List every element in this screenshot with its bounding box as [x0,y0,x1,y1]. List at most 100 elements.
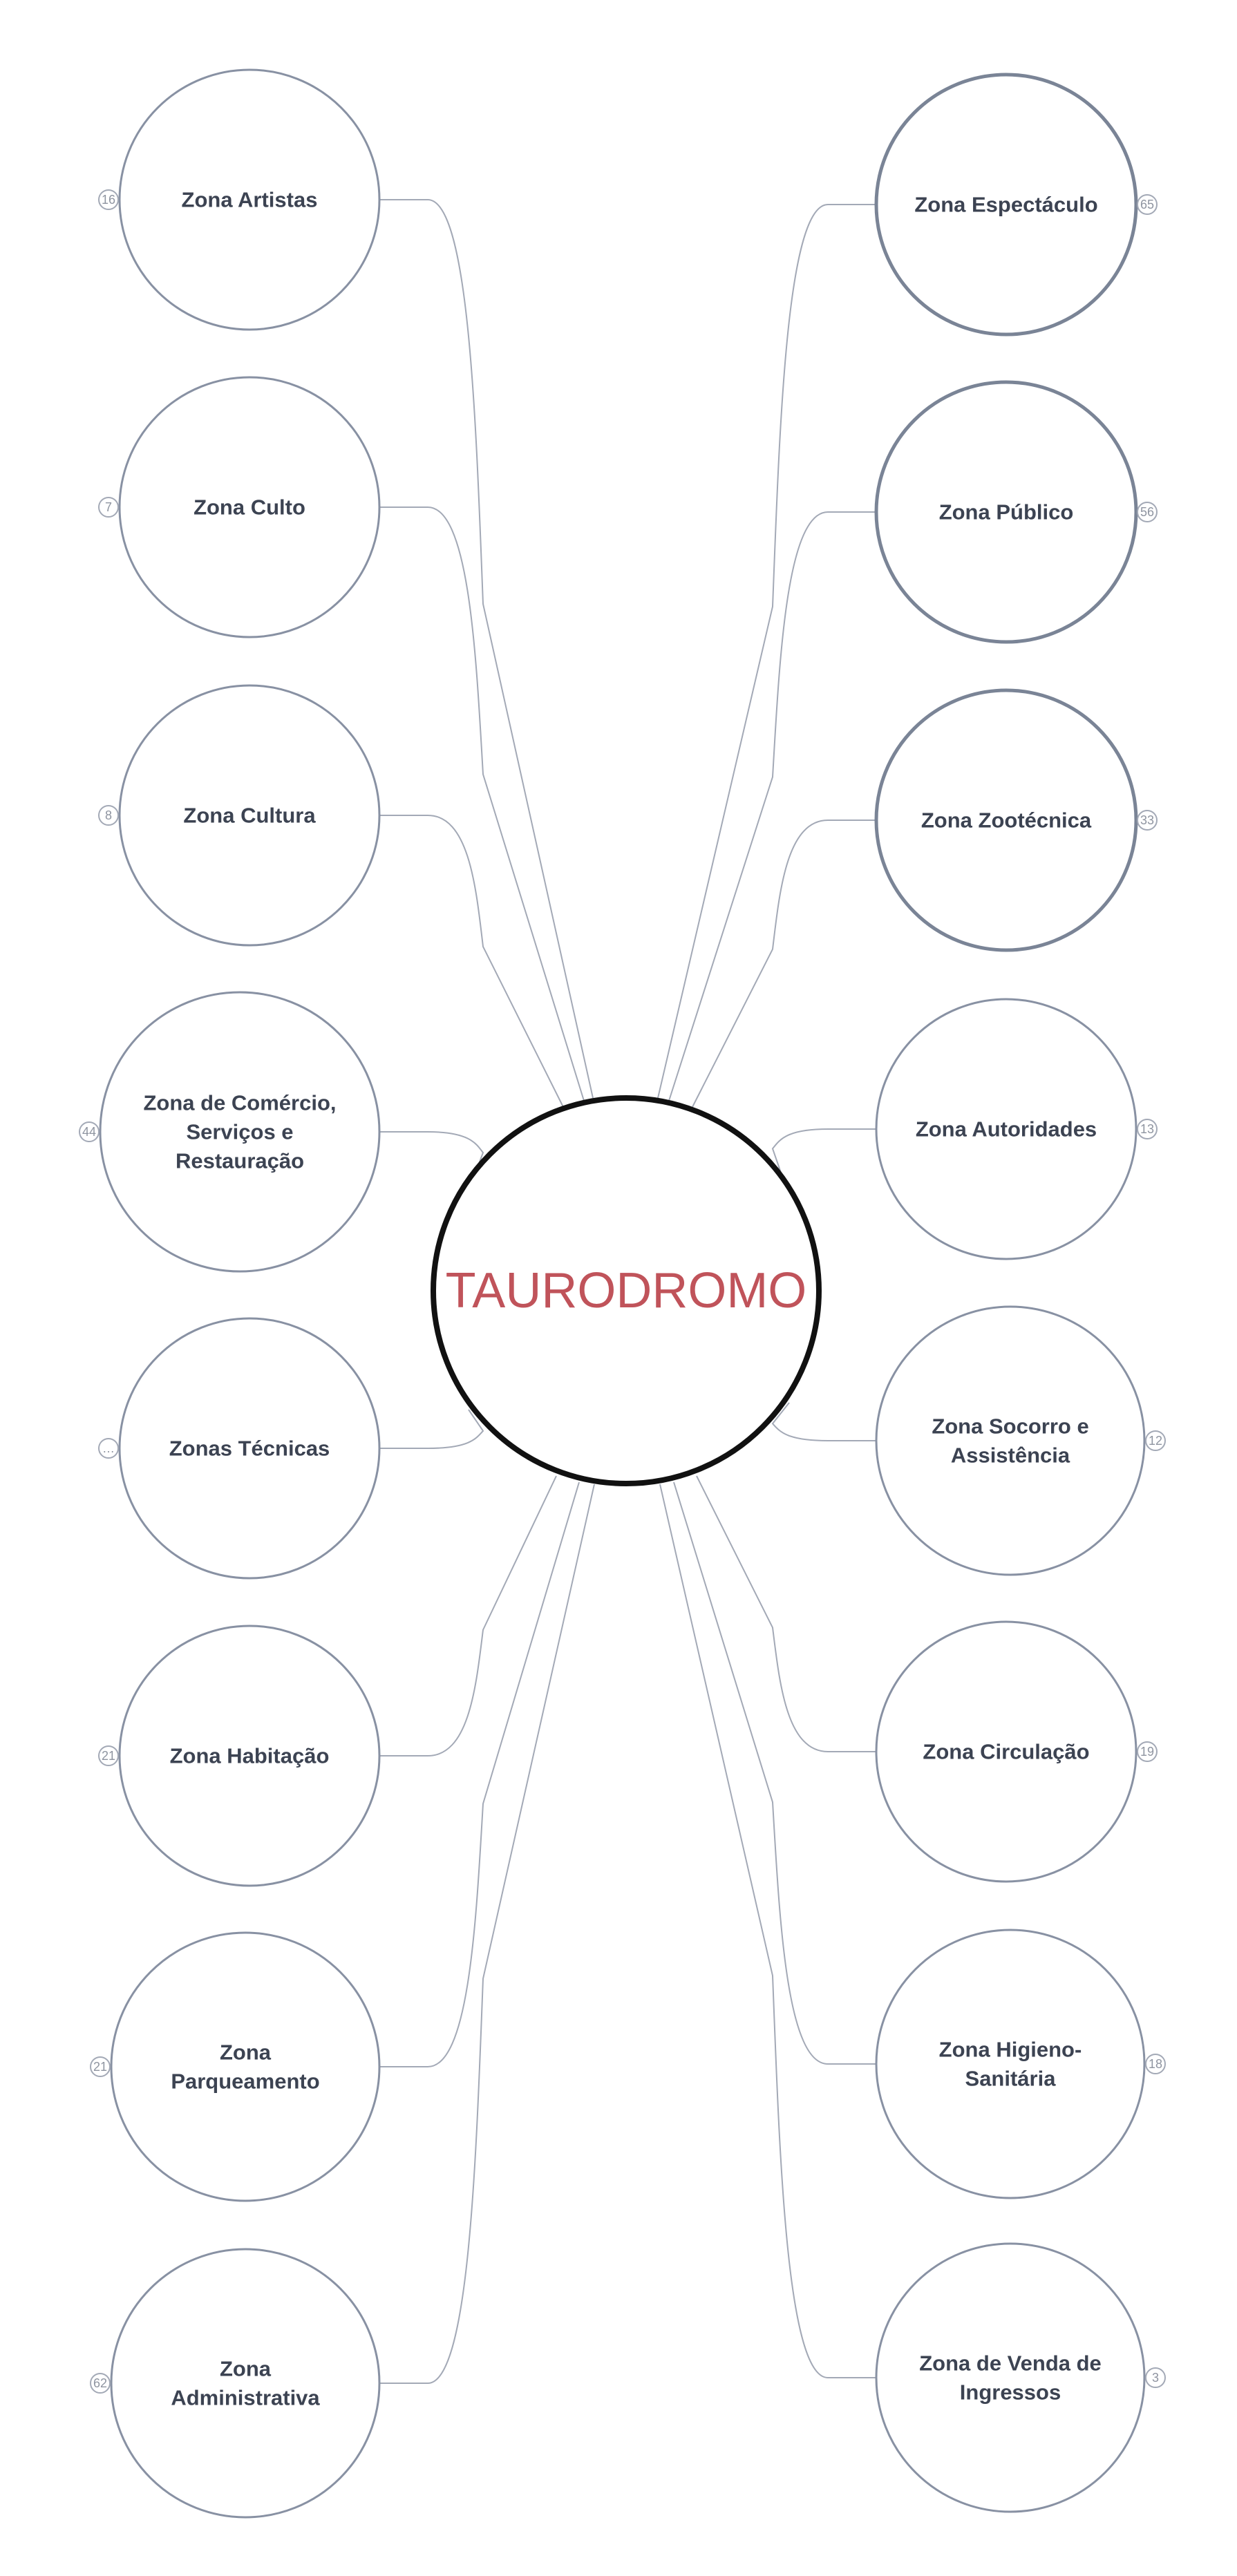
count-badge[interactable]: 3 [1145,2367,1166,2388]
count-badge[interactable]: 62 [90,2373,111,2394]
badge-count: 65 [1140,198,1154,211]
badge-circle [1137,810,1158,831]
edge-zona-higieno-sanitaria [673,1481,876,2065]
node-label: Zona Circulação [923,1740,1089,1764]
node-label: Zona Higieno- [939,2038,1082,2062]
node-label: Zona de Venda de [919,2351,1102,2376]
node-label: Zona Cultura [183,804,316,828]
node-circle [875,1305,1146,1576]
node-zona-de-venda-de-ingressos[interactable]: Zona de Venda de Ingressos 3 [875,2242,1166,2513]
badge-circle [79,1121,100,1142]
node-zona-publico[interactable]: Zona Público 56 [874,380,1158,644]
node-label: Zona Habitação [170,1744,330,1768]
count-badge[interactable]: 21 [98,1745,119,1766]
edge-zona-culto [379,506,585,1101]
edge-zona-de-comercio-servicos-e-restauracao [379,1131,484,1179]
badge-count: 18 [1149,2057,1162,2071]
node-circle [99,991,381,1273]
edge-zona-espectaculo [657,204,876,1099]
badge-count: 21 [93,2060,107,2074]
count-badge[interactable]: 33 [1137,810,1158,831]
badge-circle [98,805,119,826]
node-circle [875,998,1137,1260]
node-zona-habitacao[interactable]: Zona Habitação 21 [98,1625,381,1887]
badge-count: 62 [93,2376,107,2390]
count-badge[interactable]: 56 [1137,502,1158,522]
badge-circle [1137,1119,1158,1139]
center-label: TAURODROMO [446,1263,807,1318]
node-label: Zona [220,2040,272,2065]
badge-count: 56 [1140,505,1154,519]
node-label: Parqueamento [171,2070,319,2094]
node-label: Zona Socorro e [932,1414,1088,1439]
edge-zona-autoridades [771,1128,876,1173]
node-zona-cultura[interactable]: Zona Cultura 8 [98,684,381,947]
badge-count: 12 [1149,1434,1162,1448]
count-badge[interactable]: 8 [98,805,119,826]
node-circle [118,1317,381,1580]
count-badge[interactable]: 12 [1145,1430,1166,1451]
badge-circle [1137,1741,1158,1762]
edge-zonas-tecnicas [379,1409,484,1449]
count-badge[interactable]: 21 [90,2056,111,2077]
edge-zona-de-venda-de-ingressos [659,1484,876,2378]
edge-zona-zootecnica [692,820,876,1108]
badge-count: 3 [1152,2371,1159,2385]
badge-circle [1145,1430,1166,1451]
count-badge[interactable]: 7 [98,497,119,518]
count-badge[interactable]: 65 [1137,194,1158,215]
badge-circle [1137,194,1158,215]
node-zona-artistas[interactable]: Zona Artistas 16 [98,68,381,331]
node-zona-higieno-sanitaria[interactable]: Zona Higieno- Sanitária 18 [875,1929,1166,2199]
node-circle [110,1931,381,2202]
center-node[interactable]: TAURODROMO [431,1095,822,1486]
edge-zona-habitacao [379,1475,557,1756]
count-badge[interactable]: 16 [98,189,119,210]
badge-count: 7 [105,500,112,514]
node-circle [875,1620,1137,1883]
node-zona-culto[interactable]: Zona Culto 7 [98,376,381,638]
node-zona-espectaculo[interactable]: Zona Espectáculo 65 [874,73,1158,337]
node-circle [118,684,381,947]
badge-circle [98,189,119,210]
node-label: Zona Espectáculo [914,193,1097,217]
count-badge[interactable]: 44 [79,1121,100,1142]
badge-count: 8 [105,808,112,822]
node-label: Restauração [176,1149,304,1173]
count-badge[interactable]: 13 [1137,1119,1158,1139]
node-label: Zonas Técnicas [169,1437,330,1461]
node-label: Zona Culto [193,495,305,520]
badge-circle [98,1745,119,1766]
badge-circle [1145,2054,1166,2074]
edge-zona-publico [668,511,876,1101]
node-zonas-tecnicas[interactable]: Zonas Técnicas … [98,1317,381,1580]
badge-circle [1145,2367,1166,2388]
node-zona-autoridades[interactable]: Zona Autoridades 13 [875,998,1158,1260]
node-label: Zona Público [939,500,1074,524]
count-badge[interactable]: 18 [1145,2054,1166,2074]
node-label: Serviços e [186,1120,293,1144]
node-zona-circulacao[interactable]: Zona Circulação 19 [875,1620,1158,1883]
badge-count: 13 [1140,1122,1154,1136]
edge-zona-cultura [379,815,564,1108]
node-circle [118,1625,381,1887]
node-label: Zona Autoridades [916,1117,1097,1142]
node-label: Zona Artistas [182,188,318,212]
count-badge[interactable]: 19 [1137,1741,1158,1762]
badge-count: 44 [82,1125,96,1139]
edge-zona-socorro-e-assistencia [771,1402,876,1441]
node-circle [874,380,1138,644]
count-badge[interactable]: … [98,1438,119,1459]
node-label: Sanitária [965,2067,1057,2091]
node-circle [874,688,1138,952]
node-label: Ingressos [960,2380,1061,2405]
node-circle [874,73,1138,337]
node-label: Administrativa [171,2386,320,2410]
